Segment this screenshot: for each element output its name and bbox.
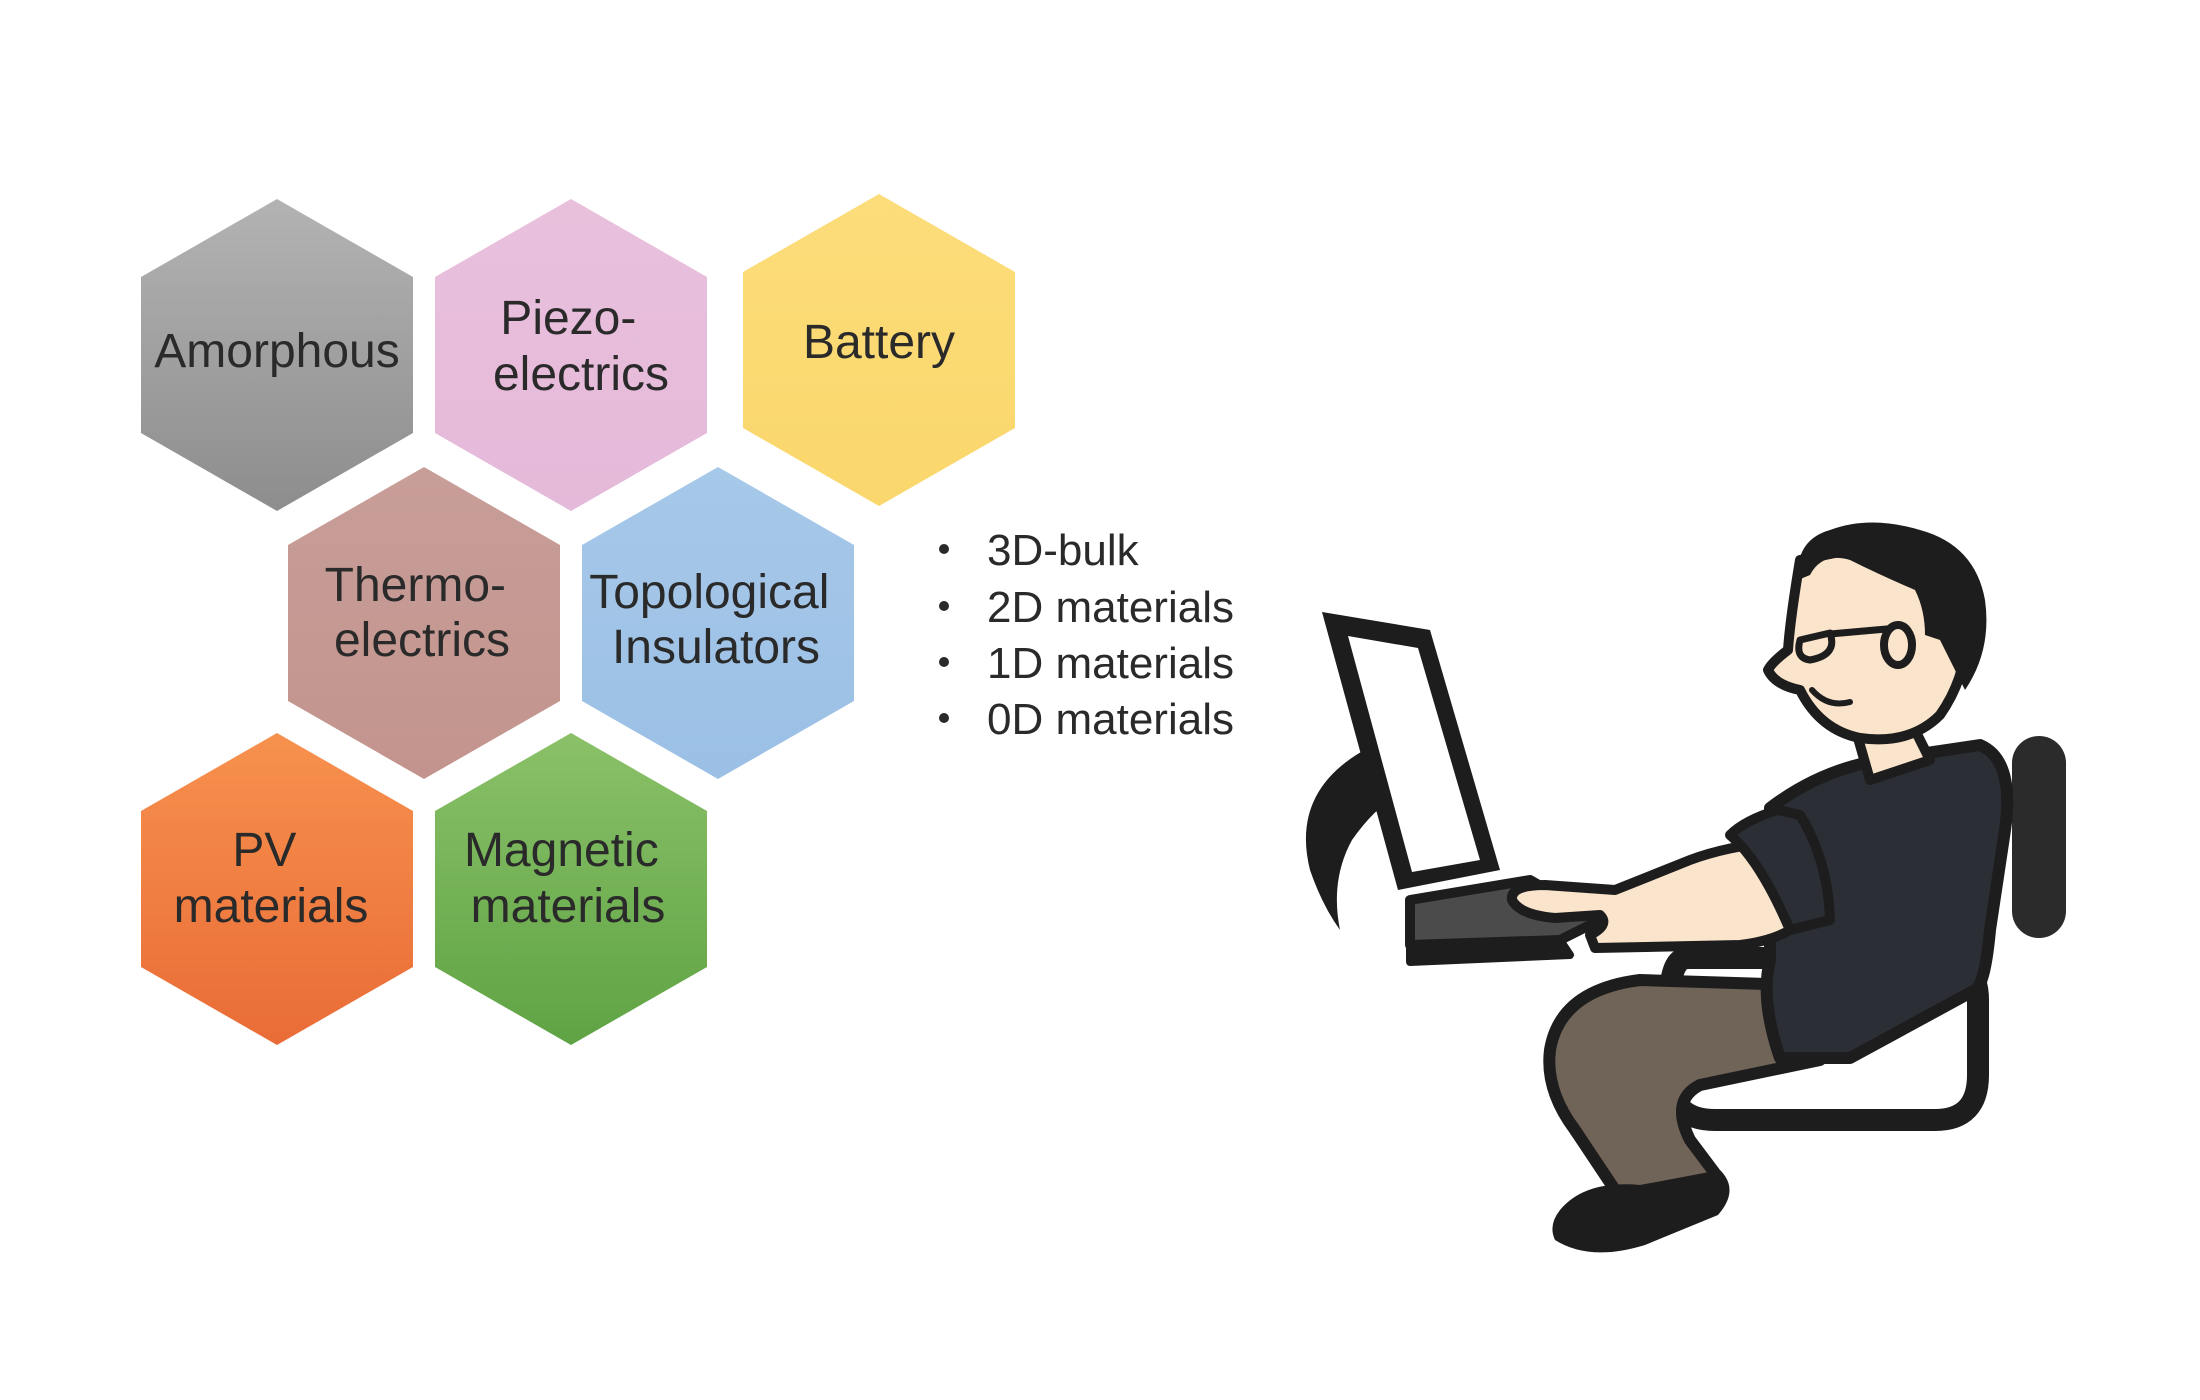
keyboard-front xyxy=(1406,936,1574,966)
hexagon-pv-materials: PV materials xyxy=(141,733,413,1045)
list-item: 1D materials xyxy=(939,639,1234,688)
hexagon-topological-insulators-label: Topological Insulators xyxy=(589,566,843,674)
person-at-computer-icon xyxy=(1305,522,2066,1253)
sleeve xyxy=(1725,805,1835,935)
hexagon-topological-insulators: Topological Insulators xyxy=(582,467,854,779)
shirt xyxy=(1760,739,2014,1064)
hexagon-thermoelectrics-line-2: electrics xyxy=(334,614,510,667)
ear xyxy=(1880,621,1916,669)
hexagon-battery: Battery xyxy=(743,194,1015,506)
list-item: 0D materials xyxy=(939,695,1234,744)
hexagon-thermoelectrics-line-1: Thermo- xyxy=(325,559,506,612)
list-item: 2D materials xyxy=(939,583,1234,632)
bullet-dot xyxy=(939,544,949,554)
hexagon-piezoelectrics-line-1: Piezo- xyxy=(500,292,636,345)
bullet-dot xyxy=(939,657,949,667)
hexagon-piezoelectrics: Piezo- electrics xyxy=(435,199,707,511)
list-item-text: 2D materials xyxy=(987,583,1234,632)
monitor-screen xyxy=(1348,636,1480,872)
hexagon-magnetic-materials-shape xyxy=(435,733,707,1045)
shoe xyxy=(1552,1170,1730,1253)
hexagon-pv-materials-shape xyxy=(141,733,413,1045)
arm xyxy=(1506,835,1821,953)
hexagon-magnetic-materials-label: Magnetic materials xyxy=(464,824,672,933)
list-item: 3D-bulk xyxy=(939,526,1140,575)
hexagon-battery-shape xyxy=(743,194,1015,506)
hexagon-topological-insulators-line-2: Insulators xyxy=(612,621,820,674)
hexagon-piezoelectrics-line-2: electrics xyxy=(493,348,669,401)
smile xyxy=(1809,687,1853,707)
hexagon-topological-insulators-line-1: Topological xyxy=(589,566,829,619)
list-item-text: 1D materials xyxy=(987,639,1234,688)
list-item-text: 0D materials xyxy=(987,695,1234,744)
bullet-dot xyxy=(939,713,949,723)
hexagon-amorphous-label: Amorphous xyxy=(154,325,399,378)
hair xyxy=(1797,522,1987,690)
hexagon-thermoelectrics: Thermo- electrics xyxy=(288,467,560,779)
hexagon-piezoelectrics-shape xyxy=(435,199,707,511)
hexagon-battery-line-1: Battery xyxy=(803,316,955,369)
list-item-text: 3D-bulk xyxy=(987,526,1140,575)
bullet-dot xyxy=(939,601,949,611)
hexagon-thermoelectrics-label: Thermo- electrics xyxy=(325,559,520,667)
head-icon xyxy=(1763,522,1987,745)
hexagon-pv-materials-line-2: materials xyxy=(174,880,369,933)
hexagon-topological-insulators-shape xyxy=(582,467,854,779)
hexagon-amorphous-shape xyxy=(141,199,413,511)
pants xyxy=(1543,974,1826,1226)
hexagon-magnetic-materials-line-1: Magnetic xyxy=(464,824,659,877)
chair-backrest xyxy=(2012,736,2066,938)
monitor-icon xyxy=(1322,612,1500,890)
hexagon-pv-materials-label: PV materials xyxy=(174,824,369,933)
hexagon-piezoelectrics-label: Piezo- electrics xyxy=(493,292,669,401)
hexagon-magnetic-materials: Magnetic materials xyxy=(435,733,707,1045)
hexagon-battery-label: Battery xyxy=(803,316,955,369)
dimensionality-list: 3D-bulk 2D materials 1D materials 0D mat… xyxy=(939,526,1234,744)
hexagon-amorphous: Amorphous xyxy=(141,199,413,511)
hexagon-magnetic-materials-line-2: materials xyxy=(471,880,666,933)
hexagon-thermoelectrics-shape xyxy=(288,467,560,779)
hexagon-pv-materials-line-1: PV xyxy=(232,824,296,877)
hexagon-amorphous-line-1: Amorphous xyxy=(154,325,399,378)
hexagon-grid: Amorphous Piezo- electrics Battery Therm… xyxy=(141,194,1015,1045)
